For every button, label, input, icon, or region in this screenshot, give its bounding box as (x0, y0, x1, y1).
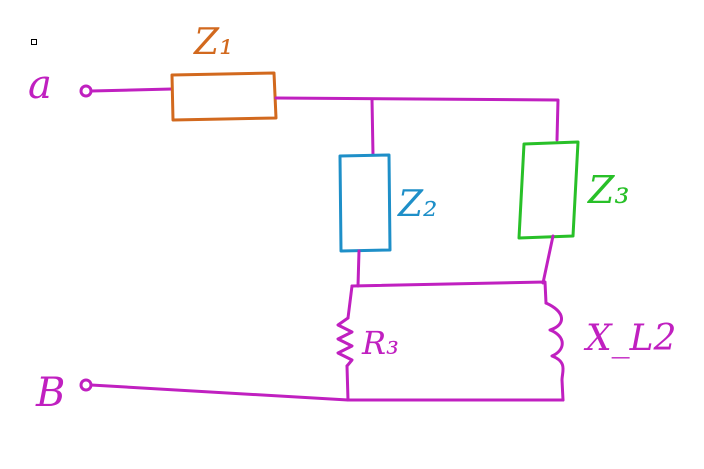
wire-a-to-z1 (89, 87, 174, 93)
r3-label: R₃ (362, 324, 399, 362)
impedance-z2 (338, 153, 392, 253)
wire-xl2-to-bottom (560, 378, 565, 402)
inductor-xl2 (544, 301, 565, 382)
wire-junction-to-z2 (370, 97, 375, 157)
wire-to-r3 (346, 284, 354, 320)
z2-label: Z₂ (398, 184, 438, 225)
z1-label: Z₁ (194, 22, 234, 63)
wire-top-rail (274, 96, 560, 142)
wire-z3-to-middle (541, 234, 555, 285)
wire-z2-to-middle (356, 249, 361, 288)
wire-middle-rail (350, 280, 548, 305)
xl2-label: X_L2 (586, 318, 677, 359)
marker-dot (31, 39, 37, 45)
terminal-a-label: a (28, 62, 52, 108)
impedance-z3 (517, 140, 580, 240)
terminal-b-label: B (36, 370, 66, 416)
impedance-z1 (170, 71, 278, 122)
wire-bottom-rail (89, 383, 565, 402)
resistor-r3 (336, 316, 354, 368)
z3-label: Z₃ (588, 168, 630, 212)
wire-r3-to-bottom (345, 364, 350, 402)
